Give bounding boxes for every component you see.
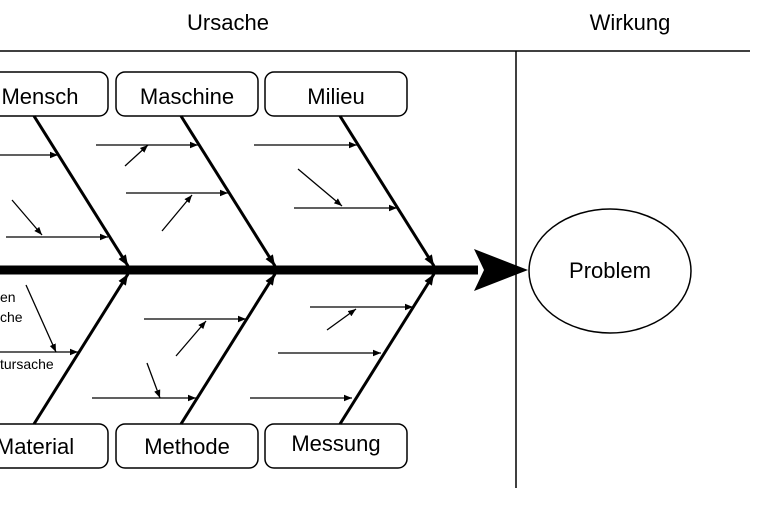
category-box-material: Material (0, 423, 109, 469)
category-box-messung: Messung (264, 423, 408, 469)
category-label-methode: Methode (144, 434, 230, 459)
effect-header: Wirkung (590, 10, 671, 35)
problem-ellipse (528, 208, 692, 334)
bone-methode (179, 273, 277, 425)
sub-sub-cause-arrow (25, 284, 57, 353)
sub-sub-cause-arrow (146, 362, 161, 399)
category-label-material: Material (0, 434, 74, 459)
problem-label: Problem (569, 258, 651, 283)
category-box-methode: Methode (115, 423, 259, 469)
bone-maschine (179, 115, 277, 267)
category-box-mensch: Mensch (0, 71, 109, 117)
bone-mensch (32, 115, 130, 267)
category-label-maschine: Maschine (140, 84, 234, 109)
bone-milieu (338, 115, 436, 267)
sub-sub-cause-arrow (175, 320, 207, 357)
cause-header: Ursache (187, 10, 269, 35)
annotation-text: en (0, 289, 16, 305)
sub-sub-cause-arrow (326, 308, 357, 331)
sub-sub-cause-arrow (11, 199, 43, 236)
annotation-text: tursache (0, 356, 54, 372)
bone-messung (338, 273, 436, 425)
annotation-text: che (0, 309, 23, 325)
category-box-milieu: Milieu (264, 71, 408, 117)
spine-arrowhead (474, 249, 528, 291)
bone-material (32, 273, 130, 425)
category-label-messung: Messung (291, 431, 380, 456)
sub-sub-cause-arrow (124, 144, 149, 167)
category-label-milieu: Milieu (307, 84, 364, 109)
category-label-mensch: Mensch (1, 84, 78, 109)
sub-sub-cause-arrow (297, 168, 343, 207)
sub-sub-cause-arrow (161, 194, 193, 232)
category-box-maschine: Maschine (115, 71, 259, 117)
